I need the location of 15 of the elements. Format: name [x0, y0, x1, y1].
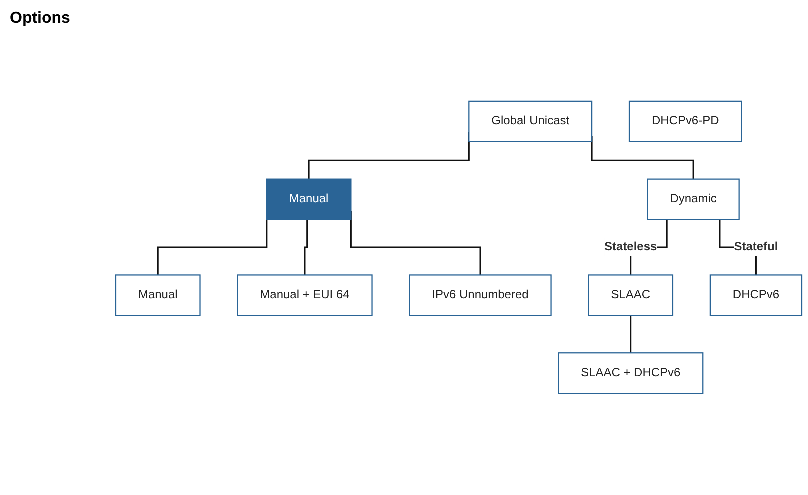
- edge-label: Stateful: [734, 240, 778, 254]
- connector: [630, 316, 632, 354]
- node-box: DHCPv6-PD: [628, 100, 742, 142]
- node-box: SLAAC + DHCPv6: [558, 352, 704, 394]
- node-box: SLAAC: [588, 274, 674, 316]
- node-box: Manual + EUI 64: [237, 274, 373, 316]
- note-label: Options: [10, 10, 72, 28]
- node-box: Manual: [266, 178, 352, 220]
- edge-label: Stateless: [604, 240, 658, 254]
- node-box: DHCPv6: [710, 274, 803, 316]
- node-box: IPv6 Unnumbered: [409, 274, 552, 316]
- node-box: Global Unicast: [468, 100, 593, 142]
- connector: [304, 220, 308, 276]
- node-box: Dynamic: [647, 178, 740, 220]
- node-box: Manual: [115, 274, 201, 316]
